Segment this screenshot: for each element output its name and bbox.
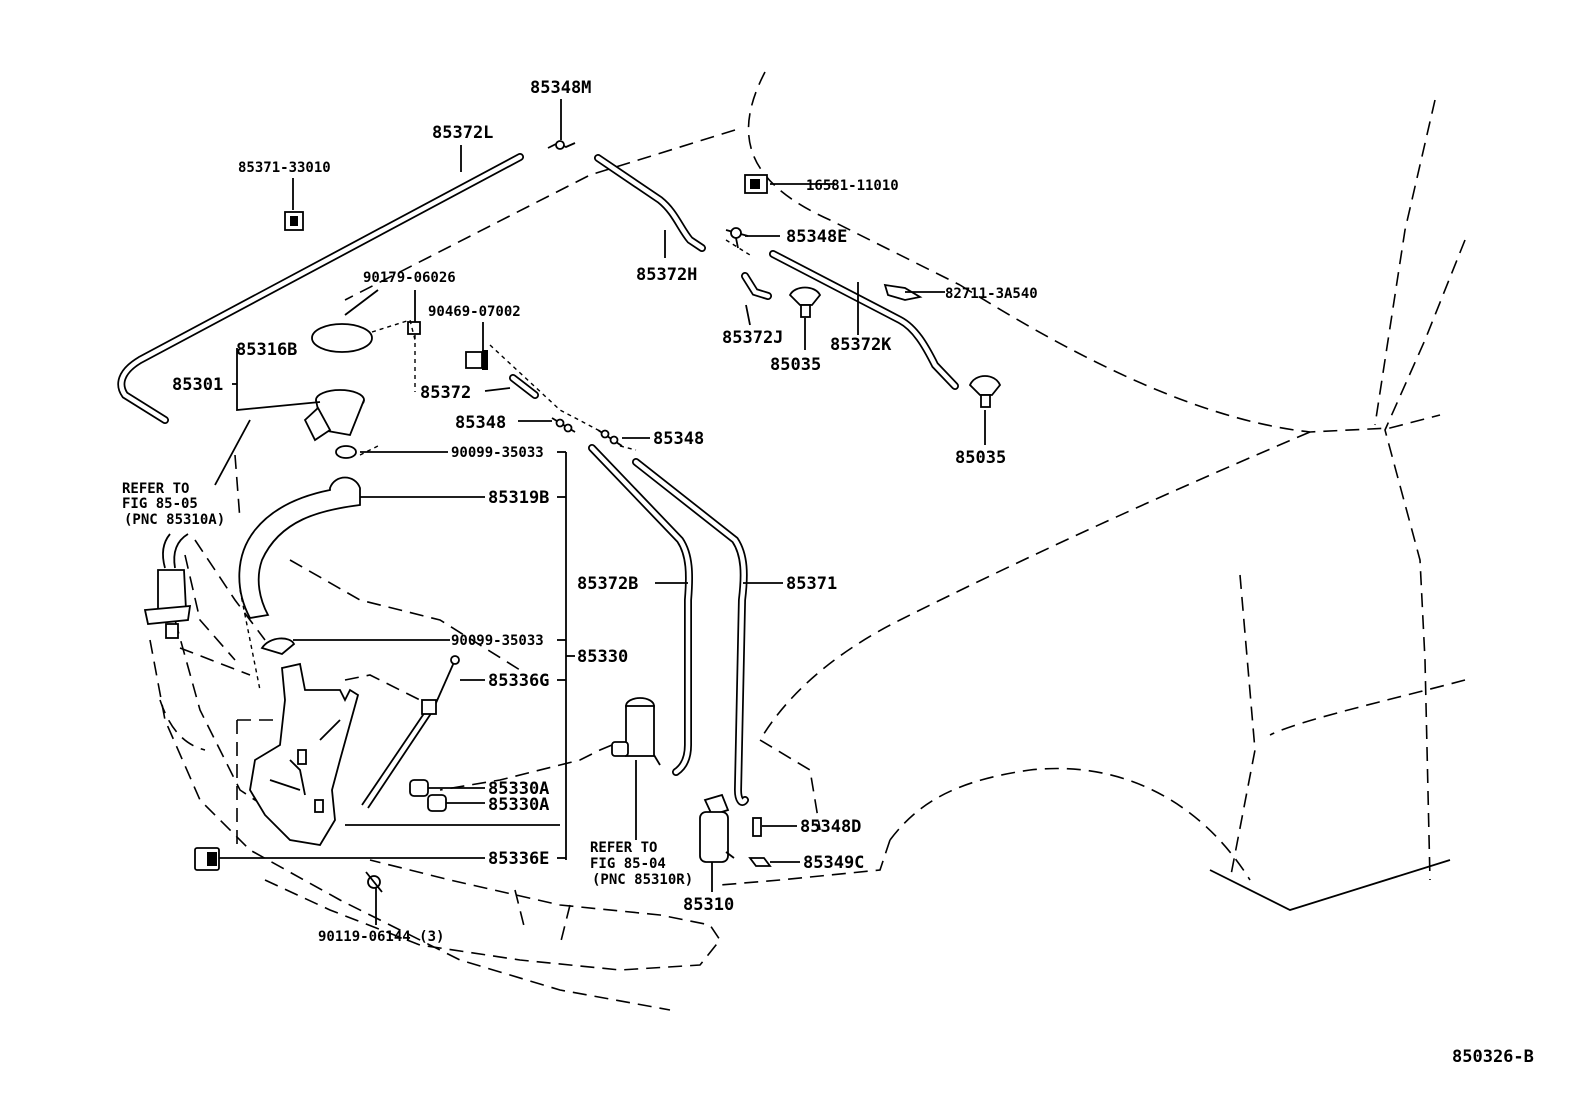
hose-85372B <box>588 444 693 776</box>
label-85348E: 85348E <box>786 227 847 247</box>
hose-85372J <box>741 272 772 300</box>
valve-85349C <box>748 857 772 867</box>
label-85349C: 85349C <box>803 853 864 873</box>
vehicle-outline <box>149 71 1466 1011</box>
label-85348D: 85348D <box>800 817 861 837</box>
nozzle-85035-a <box>788 286 822 318</box>
refer-left-line3: (PNC 85310A) <box>124 512 225 528</box>
bolt-90119-06144 <box>365 871 383 893</box>
refer-left-line1: REFER TO <box>122 481 189 497</box>
clip-16581-11010 <box>744 174 768 194</box>
label-85372H: 85372H <box>636 265 697 285</box>
callout-labels: 85348M 85372L 85371-33010 16581-11010 85… <box>122 78 1534 1067</box>
label-16581-11010: 16581-11010 <box>806 178 899 194</box>
label-90469-07002: 90469-07002 <box>428 304 521 320</box>
clip-85371-33010 <box>284 211 304 231</box>
label-85371-33010: 85371-33010 <box>238 160 331 176</box>
hose-85372L <box>117 153 524 424</box>
refer-left-line2: FIG 85-05 <box>122 496 198 512</box>
label-85301: 85301 <box>172 375 223 395</box>
hose-85372 <box>509 374 539 399</box>
label-85372B: 85372B <box>577 574 638 594</box>
clip-82711-3A540 <box>883 283 923 301</box>
label-85336E: 85336E <box>488 849 549 869</box>
joint-85348-b <box>597 429 623 447</box>
label-90179-06026: 90179-06026 <box>363 270 456 286</box>
joint-85348D <box>752 817 762 837</box>
label-85035-a: 85035 <box>770 355 821 375</box>
label-85348M: 85348M <box>530 78 591 98</box>
hose-85319B <box>238 476 361 619</box>
guide-lines <box>239 239 751 691</box>
label-85372L: 85372L <box>432 123 493 143</box>
label-85336G: 85336G <box>488 671 549 691</box>
hose-85372K <box>769 250 959 390</box>
label-85372K: 85372K <box>830 335 892 355</box>
washer-reservoir <box>179 647 421 850</box>
filler-inlet <box>303 389 365 442</box>
label-85319B: 85319B <box>488 488 549 508</box>
rod-85336G <box>361 655 460 809</box>
seal-90099-35033-b <box>260 637 296 656</box>
cap-85316B <box>311 319 421 392</box>
label-90099-35033-a: 90099-35033 <box>451 445 544 461</box>
label-85035-b: 85035 <box>955 448 1006 468</box>
refer-center-line1: REFER TO <box>590 840 657 856</box>
leader-lines <box>214 99 986 925</box>
label-82711-3A540: 82711-3A540 <box>945 286 1038 302</box>
seal-90099-35033-a <box>335 445 357 459</box>
clip-90469-07002 <box>465 350 488 370</box>
label-85316B: 85316B <box>236 340 297 360</box>
grommet-85330A-b <box>427 794 447 812</box>
label-85330A-a: 85330A <box>488 779 549 799</box>
label-85330: 85330 <box>577 647 628 667</box>
joint-85348M <box>547 140 576 150</box>
refer-center-line2: FIG 85-04 <box>590 856 666 872</box>
hose-85371 <box>632 458 749 806</box>
hose-85372H <box>594 154 706 252</box>
refer-center-line3: (PNC 85310R) <box>592 872 693 888</box>
joint-85348-a <box>551 417 576 433</box>
label-85330A-b: 85330A <box>488 795 549 815</box>
joint-85348E <box>725 227 749 249</box>
diagram-code: 850326-B <box>1452 1047 1534 1067</box>
nozzle-85035-b <box>968 375 1002 408</box>
label-85372: 85372 <box>420 383 471 403</box>
label-90099-35033-b: 90099-35033 <box>451 633 544 649</box>
washer-pump-left <box>143 533 192 639</box>
washer-pump-center <box>439 697 661 791</box>
label-85348-a: 85348 <box>455 413 506 433</box>
label-85371: 85371 <box>786 574 837 594</box>
grommet-85330A-a <box>409 779 429 797</box>
washer-pump-85310 <box>699 793 735 863</box>
label-85348-b: 85348 <box>653 429 704 449</box>
label-85372J: 85372J <box>722 328 783 348</box>
bracket-85336E <box>194 847 220 871</box>
label-85310: 85310 <box>683 895 734 915</box>
label-90119-06144: 90119-06144 (3) <box>318 929 444 945</box>
